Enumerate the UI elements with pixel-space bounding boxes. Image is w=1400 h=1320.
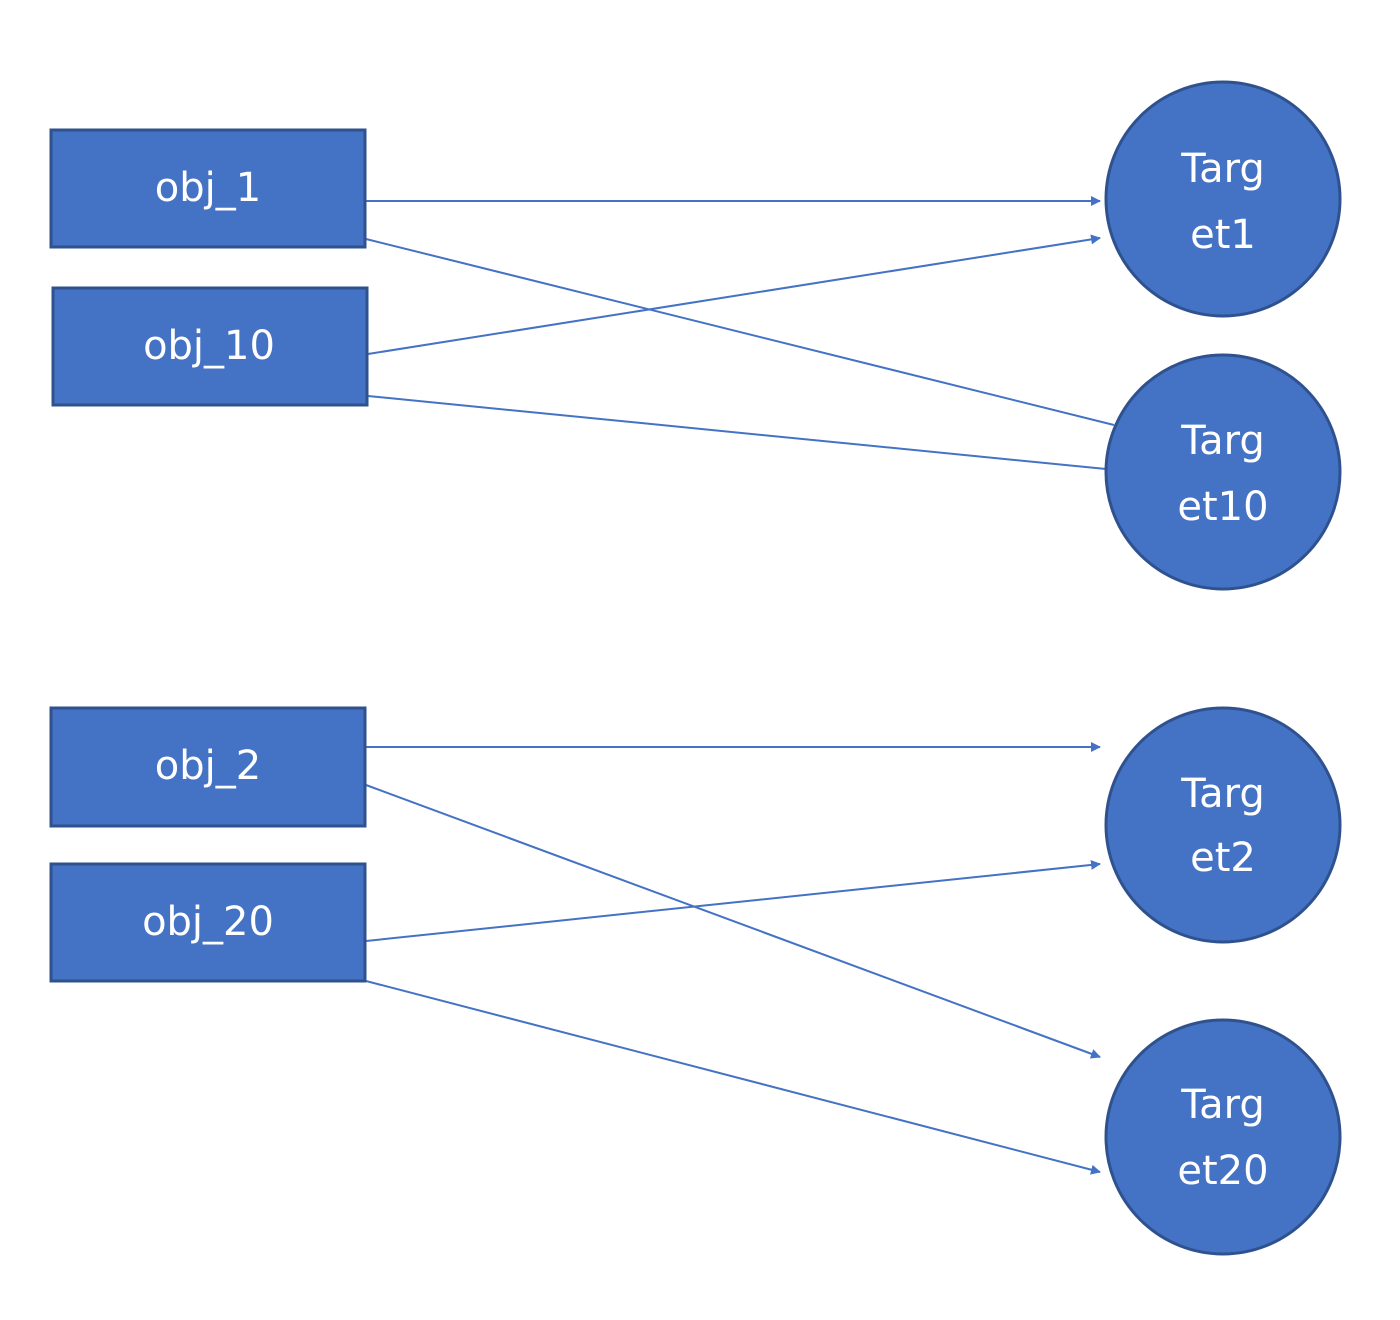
target-node-label-line1: Targ	[1180, 1082, 1264, 1128]
edges	[365, 196, 1115, 1175]
edge-obj-2-to-target20	[365, 784, 1101, 1059]
source-node-obj-10[interactable]: obj_10	[51, 286, 369, 407]
target-node-label-line1: Targ	[1180, 418, 1264, 464]
source-node-label: obj_20	[142, 899, 274, 945]
source-node-label: obj_10	[143, 323, 275, 369]
edge-obj-10-to-target10	[367, 395, 1107, 470]
target-node-label-line2: et2	[1190, 835, 1256, 881]
source-node-label: obj_2	[155, 743, 261, 789]
target-node-target10[interactable]: Targ et10	[1104, 353, 1342, 591]
target-node-label-line1: Targ	[1180, 146, 1264, 192]
edge-obj-20-to-target2	[365, 859, 1101, 942]
source-node-obj-2[interactable]: obj_2	[49, 706, 367, 828]
edge-obj-1-to-target10	[365, 238, 1115, 426]
edge-obj-10-to-target1	[367, 234, 1101, 355]
target-node-target2[interactable]: Targ et2	[1104, 706, 1342, 944]
target-node-target20[interactable]: Targ et20	[1104, 1018, 1342, 1256]
target-node-target1[interactable]: Targ et1	[1104, 80, 1342, 318]
source-node-obj-20[interactable]: obj_20	[49, 862, 367, 983]
edge-obj-20-to-target20	[365, 980, 1101, 1175]
target-node-label-line2: et10	[1177, 484, 1268, 530]
target-node-label-line2: et20	[1177, 1148, 1268, 1194]
target-node-label-line2: et1	[1190, 212, 1256, 258]
source-node-label: obj_1	[155, 165, 261, 211]
target-node-label-line1: Targ	[1180, 771, 1264, 817]
source-node-obj-1[interactable]: obj_1	[49, 128, 367, 249]
